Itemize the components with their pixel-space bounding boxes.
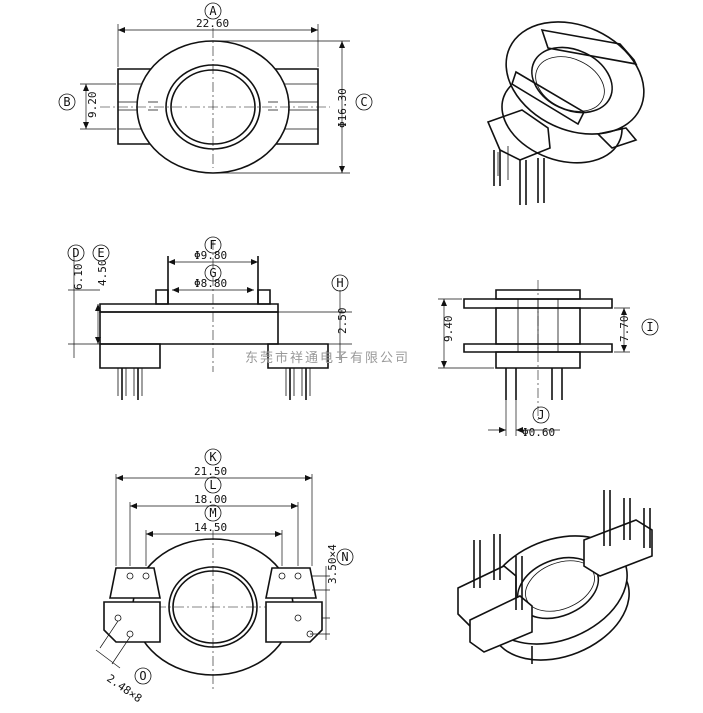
callout-j: J	[537, 408, 544, 422]
dim-e-text: 4.50	[96, 260, 109, 287]
iso-view-bottom	[457, 490, 653, 664]
dim-m-text: 14.50	[194, 521, 227, 534]
dim-n-text: 3.50×4	[326, 544, 339, 584]
dim-c-text: Φ16.30	[336, 88, 349, 128]
dim-d-text: 6.10	[72, 264, 85, 291]
callout-l: L	[209, 478, 216, 492]
dim-l-text: 18.00	[194, 493, 227, 506]
dim-i-text: 7.70	[618, 316, 631, 343]
dim-g-text: Φ8.80	[194, 277, 227, 290]
dim-h-text: 2.50	[336, 308, 349, 335]
dim-j-text: Φ0.60	[522, 426, 555, 439]
side-view: Φ9.80 F Φ8.80 G 6.10 D 4.50 E 2.50 H	[67, 236, 352, 400]
callout-g: G	[209, 266, 216, 280]
watermark-text: 东莞市祥通电子有限公司	[245, 350, 410, 366]
callout-i: I	[646, 320, 653, 334]
dim-b-text: 9.20	[86, 92, 99, 119]
bottom-view: 21.50 K 18.00 L 14.50 M 3.50×4 N 2.48×8 …	[95, 448, 354, 705]
callout-h: H	[336, 276, 343, 290]
top-view: 22.60 9.20 Φ16.30 A B C	[58, 2, 373, 174]
callout-d: D	[72, 246, 79, 260]
dim-i2-text: 9.40	[442, 316, 455, 343]
front-view: 9.40 7.70 I Φ0.60 J	[438, 280, 659, 439]
dim-o-text: 2.48×8	[104, 672, 144, 705]
callout-n: N	[341, 550, 348, 564]
dim-a-text: 22.60	[196, 17, 229, 30]
iso-view-top	[486, 21, 645, 205]
dim-k-text: 21.50	[194, 465, 227, 478]
callout-o: O	[139, 669, 146, 683]
callout-m: M	[209, 506, 216, 520]
callout-e: E	[97, 246, 104, 260]
callout-c: C	[360, 95, 367, 109]
dim-f-text: Φ9.80	[194, 249, 227, 262]
callout-a: A	[209, 4, 217, 18]
callout-k: K	[209, 450, 217, 464]
callout-b: B	[63, 95, 70, 109]
callout-f: F	[209, 238, 216, 252]
